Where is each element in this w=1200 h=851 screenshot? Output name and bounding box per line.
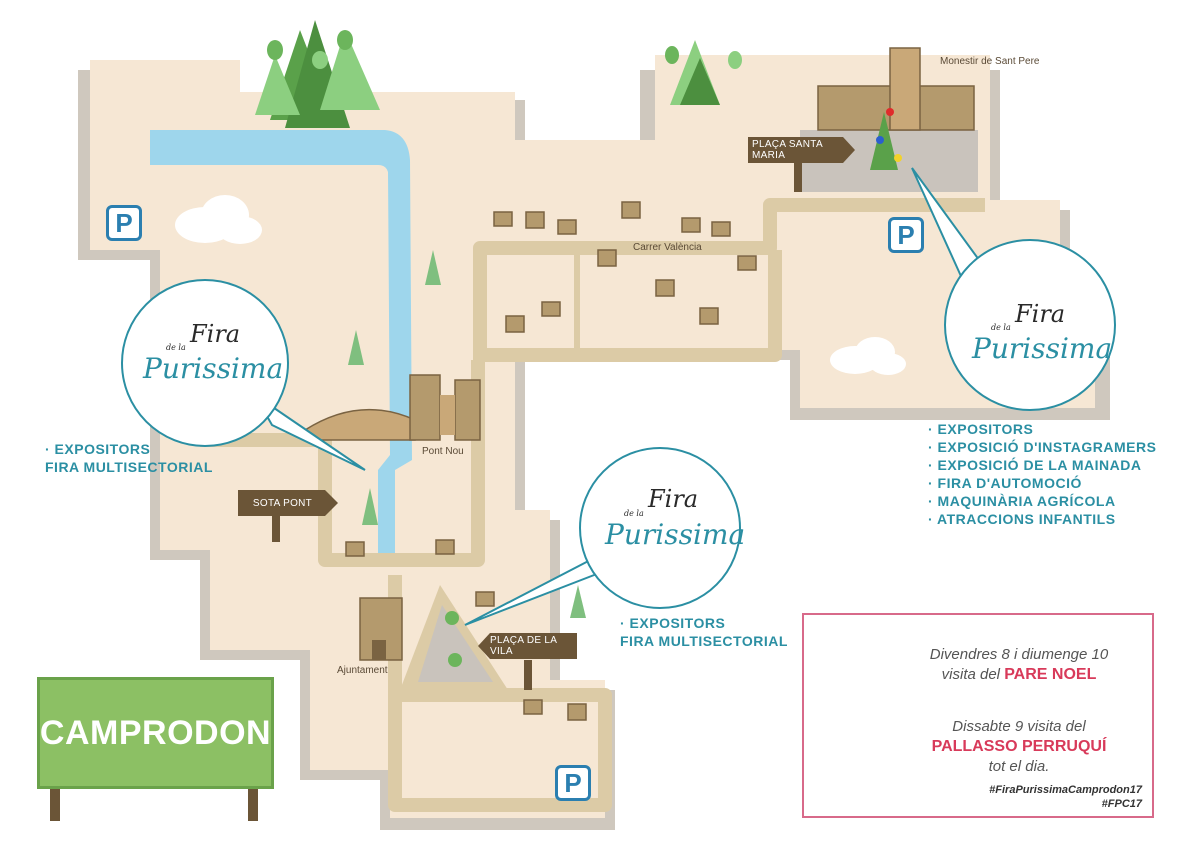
list-item: · MAQUINÀRIA AGRÍCOLA [928, 493, 1116, 509]
list-item: FIRA MULTISECTORIAL [45, 459, 213, 475]
pallasso-highlight: PALLASSO PERRUQUÍ [931, 738, 1107, 755]
clouds [175, 195, 906, 375]
info-line-5: tot el dia. [988, 758, 1050, 775]
monestir-label: Monestir de Sant Pere [940, 56, 1040, 67]
logo-dela-text: de la [166, 343, 186, 352]
list-item: · EXPOSICIÓ DE LA MAINADA [928, 457, 1142, 473]
ajuntament-building [359, 597, 403, 661]
logo-fira-text: Fira [648, 485, 699, 513]
sign-posts [50, 162, 802, 821]
list-item: · EXPOSITORS [45, 441, 151, 457]
forest-top-left [255, 20, 380, 128]
pare-noel-highlight: PARE NOEL [1004, 666, 1097, 683]
list-item: · EXPOSITORS [620, 615, 726, 631]
parking-icon: P [888, 217, 924, 253]
info-box: Divendres 8 i diumenge 10 visita del PAR… [802, 613, 1154, 818]
hashtag-1: #FiraPurissimaCamprodon17 [989, 784, 1142, 796]
sign-board-santa-maria [748, 137, 855, 163]
info-line-3: Dissabte 9 visita del [952, 718, 1086, 735]
list-item: · ATRACCIONS INFANTILS [928, 511, 1116, 527]
callout-circle-placa-vila [579, 447, 741, 609]
logo-purissima-text: Purissima [972, 332, 1113, 365]
list-item: FIRA MULTISECTORIAL [620, 633, 788, 649]
list-item: · FIRA D'AUTOMOCIÓ [928, 475, 1082, 491]
placa-vila-inner [418, 605, 493, 682]
parking-icon: P [106, 205, 142, 241]
sign-sota-pont: SOTA PONT [252, 497, 313, 509]
list-santa-maria: · EXPOSITORS · EXPOSICIÓ D'INSTAGRAMERS … [928, 420, 1156, 528]
roads [200, 198, 985, 812]
monestir-sant-pere [817, 47, 975, 170]
carrer-valencia-label: Carrer València [633, 242, 702, 253]
logo-dela-text: de la [991, 323, 1011, 332]
parking-icon: P [555, 765, 591, 801]
pont-nou-label: Pont Nou [422, 446, 464, 457]
list-item: · EXPOSICIÓ D'INSTAGRAMERS [928, 439, 1157, 455]
info-line-2: visita del PARE NOEL [894, 666, 1144, 684]
list-item: · EXPOSITORS [928, 421, 1034, 437]
logo-purissima-text: Purissima [143, 352, 284, 385]
camprodon-sign: CAMPRODON [37, 677, 274, 789]
sign-placa-santa-maria: PLAÇA SANTA MARIA [752, 139, 823, 161]
forest-top-right [665, 40, 742, 105]
info-line-2-prefix: visita del [941, 666, 1001, 683]
logo-fira-text: Fira [1015, 300, 1066, 328]
info-line-1: Divendres 8 i diumenge 10 [929, 646, 1109, 663]
list-sota-pont: · EXPOSITORS FIRA MULTISECTORIAL [45, 440, 213, 476]
callout-pointers [254, 167, 992, 626]
houses [345, 201, 757, 721]
callout-circle-sota-pont [121, 279, 289, 447]
list-placa-vila: · EXPOSITORS FIRA MULTISECTORIAL [620, 614, 788, 650]
sign-board-sota-pont [238, 490, 338, 516]
hashtag-2: #FPC17 [1101, 798, 1142, 810]
logo-purissima-text: Purissima [605, 518, 746, 551]
ground-area [90, 55, 1095, 818]
pont-nou-bridge [304, 374, 481, 441]
river [150, 130, 412, 565]
ajuntament-label: Ajuntament [337, 665, 388, 676]
logo-dela-text: de la [624, 509, 644, 518]
callout-circle-santa-maria [944, 239, 1116, 411]
small-trees [348, 250, 586, 667]
logo-fira-text: Fira [190, 320, 241, 348]
sign-board-placa-vila [478, 633, 577, 659]
sign-placa-vila: PLAÇA DE LA VILA [490, 635, 557, 657]
